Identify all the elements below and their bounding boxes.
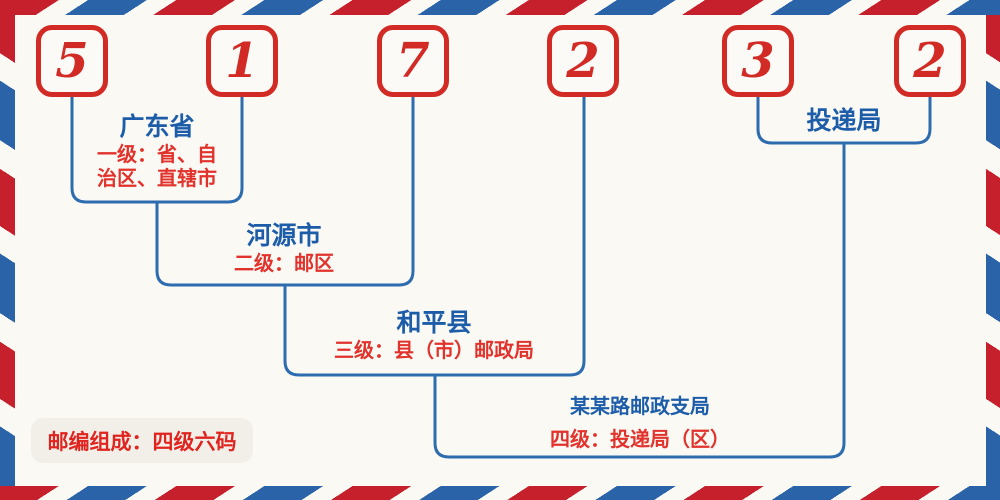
digit-1: 5 (55, 33, 89, 89)
level1-description-line1: 一级：省、自 (97, 142, 217, 166)
level2-label: 河源市 二级：邮区 (234, 221, 334, 275)
level4-place-name: 某某路邮政支局 (570, 394, 710, 418)
level3-description: 三级：县（市）邮政局 (334, 338, 534, 362)
airmail-stripe-border-top (0, 0, 1000, 15)
digit-box-2: 1 (206, 25, 278, 97)
airmail-stripe-border-bottom (0, 486, 1000, 500)
digit-2: 1 (225, 33, 259, 89)
digit-4: 2 (566, 33, 600, 89)
bracket-level4 (433, 143, 846, 459)
level2-place-name: 河源市 (246, 221, 322, 250)
composition-note-text: 邮编组成：四级六码 (47, 429, 237, 454)
level2-description: 二级：邮区 (234, 251, 334, 275)
delivery-office-label: 投递局 (806, 106, 881, 136)
level4-description: 四级：投递局（区） (550, 427, 730, 451)
digit-6: 2 (913, 33, 947, 89)
level1-place-name: 广东省 (119, 112, 195, 141)
digit-box-3: 7 (377, 25, 449, 97)
composition-note-pill: 邮编组成：四级六码 (31, 418, 253, 463)
airmail-stripe-border-right (986, 15, 1000, 486)
level3-place-name: 和平县 (396, 308, 472, 337)
delivery-office-name: 投递局 (806, 106, 882, 135)
level4-label: 某某路邮政支局 四级：投递局（区） (550, 394, 730, 451)
digit-5: 3 (741, 33, 775, 89)
airmail-stripe-border-left (0, 15, 15, 486)
digit-box-1: 5 (36, 25, 108, 97)
digit-box-4: 2 (547, 25, 619, 97)
digit-box-6: 2 (894, 25, 966, 97)
level3-label: 和平县 三级：县（市）邮政局 (334, 308, 534, 362)
level1-description-line2: 治区、直辖市 (97, 166, 217, 190)
level1-label: 广东省 一级：省、自 治区、直辖市 (97, 112, 217, 190)
digit-3: 7 (396, 33, 430, 89)
digit-box-5: 3 (722, 25, 794, 97)
